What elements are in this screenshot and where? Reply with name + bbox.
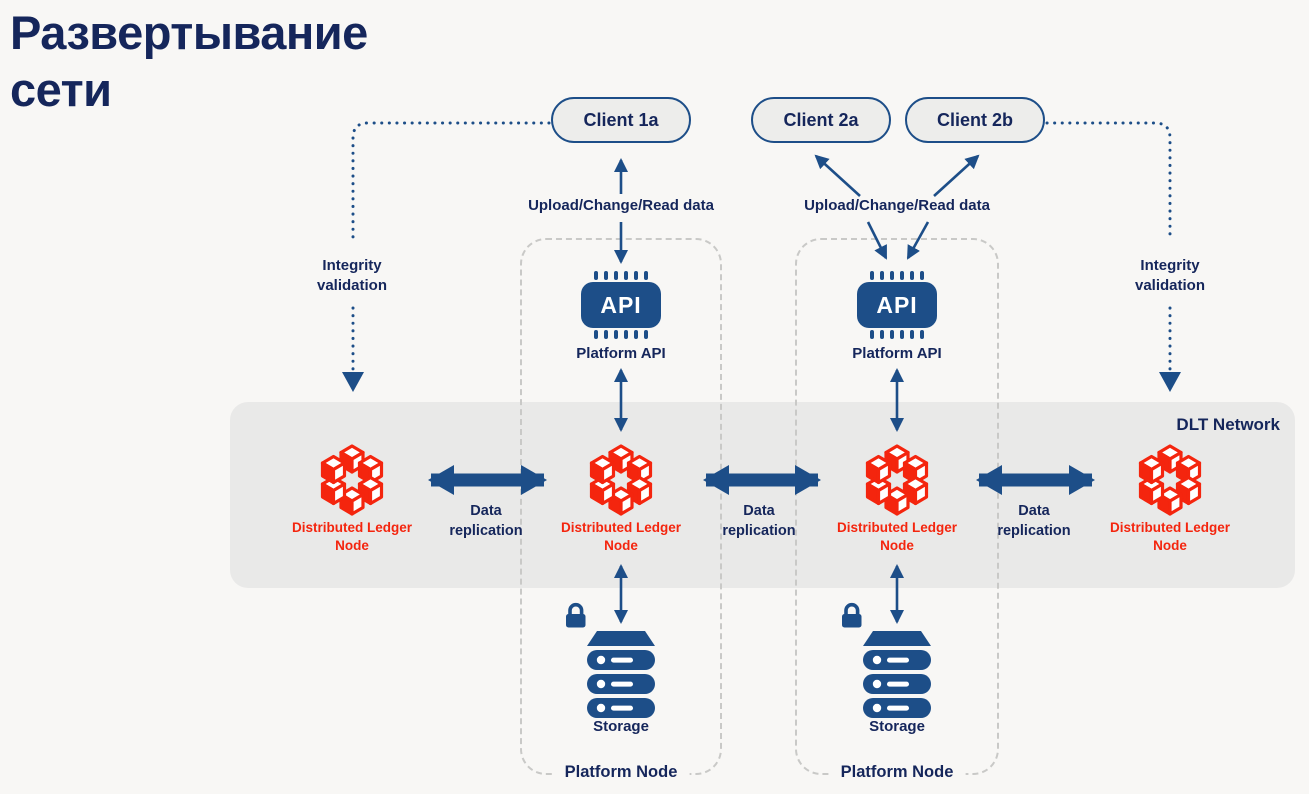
dlt-network-band: [230, 402, 1295, 588]
page-title: Развертывание сети: [10, 4, 368, 119]
lock-icon-1: [566, 602, 586, 628]
api-chip-2-pins-top: [857, 271, 937, 280]
integrity-label-left: Integrity validation: [316, 257, 387, 295]
integrity-arrowhead-left: [342, 372, 364, 392]
dlt-network-label: DLT Network: [1176, 415, 1280, 434]
client-2a-label: Client 2a: [783, 109, 859, 130]
integrity-validation-paths: [351, 121, 1172, 374]
platform-api-label-2: Platform API: [852, 345, 942, 362]
api-chip-2: API: [857, 271, 937, 339]
api-chip-1: API: [581, 271, 661, 339]
client2-flow-arrows: [814, 154, 980, 624]
api-chip-1-pins-top: [581, 271, 661, 280]
storage-icon-2: [863, 631, 931, 718]
api-chip-2-pins-bottom: [857, 330, 937, 339]
ledger-node-label-1: Distributed Ledger Node: [292, 520, 413, 553]
platform-node-label-2: Platform Node: [828, 763, 966, 782]
integrity-path-left-top: [351, 121, 551, 242]
ledger-node-icon-4: [1138, 444, 1202, 516]
client-2b-box: Client 2b: [905, 97, 1045, 143]
ledger-node-label-4: Distributed Ledger Node: [1110, 520, 1231, 553]
replication-label-1: Data replication: [449, 503, 523, 539]
lock-icon-2: [842, 602, 862, 628]
client-2b-label: Client 2b: [936, 109, 1013, 130]
storage-icons: [587, 631, 931, 718]
integrity-path-right-top: [1045, 121, 1172, 242]
storage-label-2: Storage: [869, 718, 925, 735]
upload-label-right: Upload/Change/Read data: [804, 197, 990, 214]
ledger-node-icon-1: [320, 444, 384, 516]
client-1a-label: Client 1a: [583, 109, 659, 130]
api-chip-1-pins-bottom: [581, 330, 661, 339]
storage-icon-1: [587, 631, 655, 718]
ledger-node-label-3: Distributed Ledger Node: [837, 520, 958, 553]
client-2a-box: Client 2a: [751, 97, 891, 143]
upload-label-left: Upload/Change/Read data: [528, 197, 714, 214]
integrity-arrowhead-right: [1159, 372, 1181, 392]
replication-label-2: Data replication: [722, 503, 796, 539]
replication-label-3: Data replication: [997, 503, 1071, 539]
ledger-node-icon-2: [589, 444, 653, 516]
platform-api-label-1: Platform API: [576, 345, 666, 362]
arrow-to-client2a: [814, 154, 861, 197]
platform-node-label-1: Platform Node: [552, 763, 690, 782]
ledger-node-label-2: Distributed Ledger Node: [561, 520, 682, 553]
arrow-client2a-api2: [866, 221, 888, 260]
api-chip-1-body: API: [581, 282, 661, 328]
storage-label-1: Storage: [593, 718, 649, 735]
page-title-line1: Развертывание: [10, 6, 368, 59]
integrity-label-right: Integrity validation: [1134, 257, 1205, 295]
ledger-node-icon-3: [865, 444, 929, 516]
client-1a-box: Client 1a: [551, 97, 691, 143]
arrow-to-client2b: [933, 154, 980, 197]
lock-icons: [566, 602, 862, 628]
page-title-line2: сети: [10, 63, 112, 117]
api-chip-2-body: API: [857, 282, 937, 328]
arrow-client2b-api2: [906, 221, 930, 260]
